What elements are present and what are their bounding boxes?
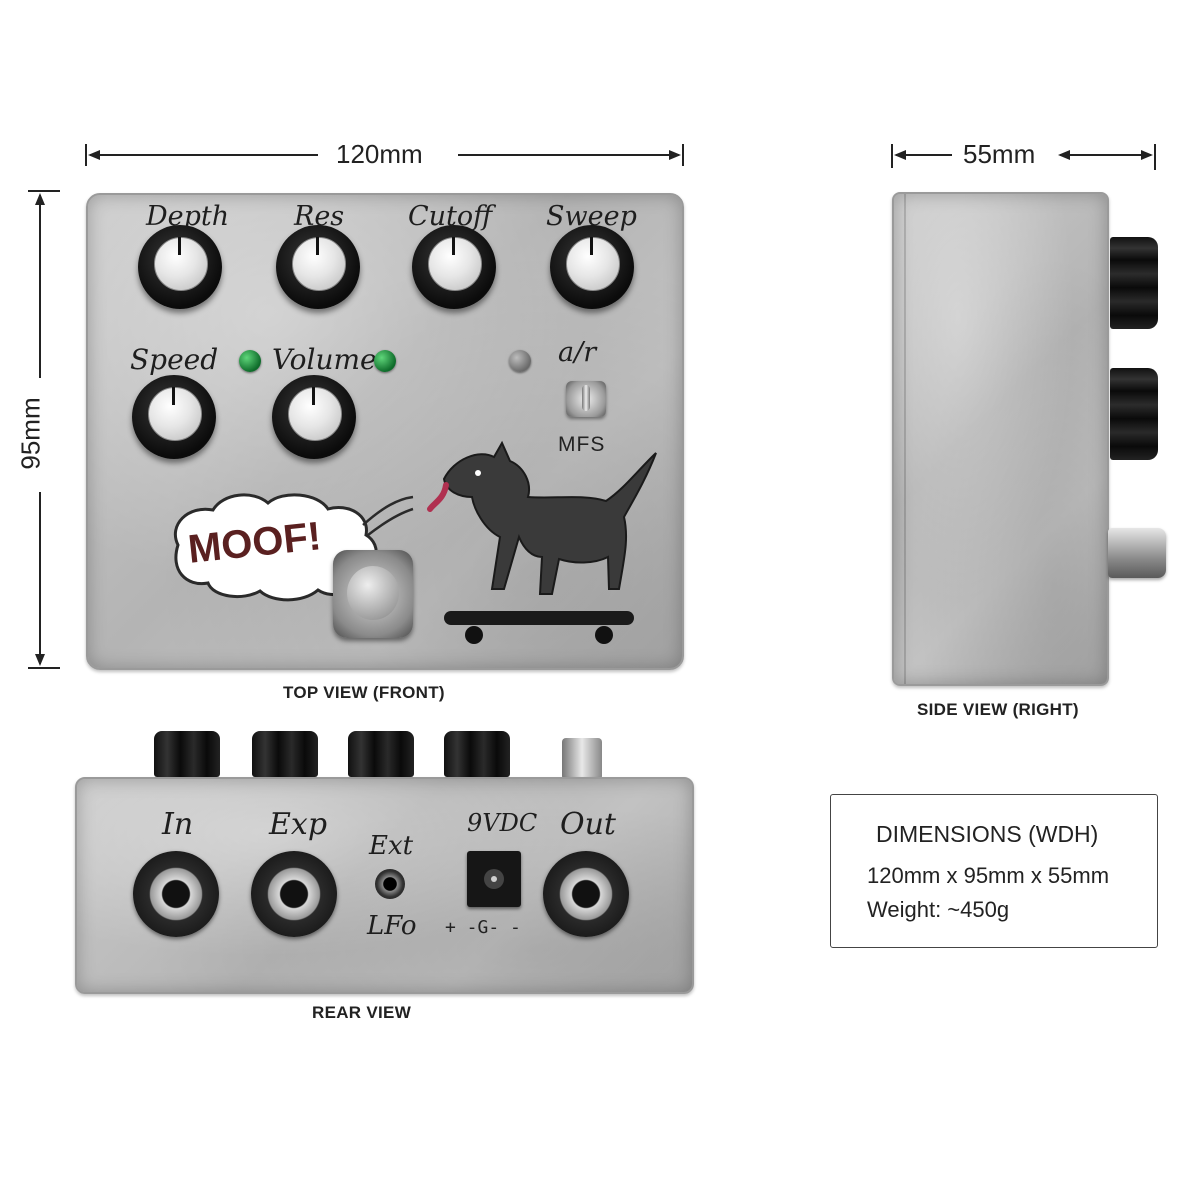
exp-jack-label: Exp [269, 807, 328, 842]
rear-footswitch-profile [562, 738, 602, 778]
dog-skateboard-illustration [427, 440, 657, 644]
res-knob[interactable] [276, 225, 360, 309]
expression-jack[interactable] [251, 851, 337, 937]
led-indicator-status [509, 350, 531, 372]
ext-jack-label: Ext [369, 831, 414, 861]
dimensions-spec-box: DIMENSIONS (WDH) 120mm x 95mm x 55mm Wei… [830, 794, 1158, 948]
side-footswitch-profile [1108, 528, 1166, 578]
depth-dimension-label: 55mm [955, 139, 1044, 170]
dc-power-jack[interactable] [467, 851, 521, 907]
led-indicator-left [239, 350, 261, 372]
switch-label-ar: a/r [558, 337, 597, 368]
rear-knob-2 [252, 731, 318, 777]
lfo-jack-label: LFo [367, 911, 417, 941]
out-jack-label: Out [560, 807, 616, 842]
spec-box-title: DIMENSIONS (WDH) [876, 821, 1099, 847]
rear-knob-3 [348, 731, 414, 777]
side-knob-top [1110, 237, 1158, 329]
spec-box-size: 120mm x 95mm x 55mm [867, 863, 1110, 888]
width-dimension-label: 120mm [328, 139, 431, 170]
bypass-footswitch[interactable] [333, 550, 413, 638]
side-view-enclosure [892, 192, 1109, 686]
volume-knob[interactable] [272, 375, 356, 459]
sweep-knob[interactable] [550, 225, 634, 309]
side-knob-bottom [1110, 368, 1158, 460]
rear-knob-4 [444, 731, 510, 777]
in-jack-label: In [162, 807, 194, 842]
led-indicator-right [374, 350, 396, 372]
output-jack[interactable] [543, 851, 629, 937]
knob-label-speed: Speed [130, 343, 219, 376]
spec-box-weight: Weight: ~450g [867, 897, 1010, 922]
input-jack[interactable] [133, 851, 219, 937]
ext-lfo-jack[interactable] [375, 869, 405, 899]
rear-view-enclosure: In Exp Ext 9VDC Out LFo + -G- - [75, 777, 694, 994]
power-polarity-label: + -G- - [445, 917, 521, 938]
side-view-caption: SIDE VIEW (RIGHT) [917, 700, 1079, 719]
top-view-caption: TOP VIEW (FRONT) [283, 683, 445, 702]
power-jack-label: 9VDC [467, 809, 538, 837]
speed-knob[interactable] [132, 375, 216, 459]
rear-view-caption: REAR VIEW [312, 1003, 412, 1022]
top-view-enclosure: Depth Res Cutoff Sweep Speed Volume a/r … [86, 193, 684, 670]
mode-toggle-switch[interactable] [566, 381, 606, 417]
knob-label-volume: Volume [272, 343, 377, 376]
height-dimension-label: 95mm [15, 389, 47, 478]
rear-knob-1 [154, 731, 220, 777]
depth-knob[interactable] [138, 225, 222, 309]
switch-label-mfs: MFS [558, 433, 606, 456]
cutoff-knob[interactable] [412, 225, 496, 309]
